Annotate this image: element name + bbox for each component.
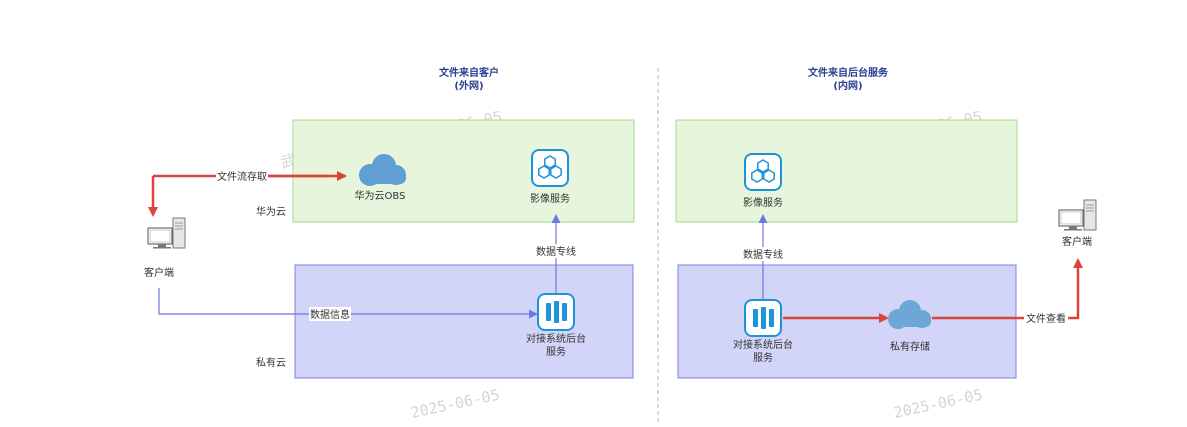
hexagon-cluster-icon [744,153,782,191]
right-subtitle: (内网) [833,79,862,92]
obs-node[interactable]: 华为云OBS [355,154,406,202]
obs-label: 华为云OBS [355,189,406,202]
computer-icon [1058,199,1097,231]
left-dedicated-line-label: 数据专线 [536,245,576,258]
left-image-service-node[interactable]: 影像服务 [530,149,570,205]
left-backend-service-node[interactable]: 对接系统后台 服务 [526,293,586,358]
stream-access-label: 文件流存取 [217,170,267,183]
file-view-arrow [932,258,1083,320]
client-label: 客户端 [1062,235,1092,248]
left-private-cloud-zone [294,264,634,379]
huawei-cloud-label: 华为云 [256,205,286,218]
left-client-node[interactable]: 客户端 [144,217,186,279]
hexagon-cluster-icon [531,149,569,187]
private-storage-label: 私有存储 [890,340,930,353]
right-huawei-cloud-zone [675,119,1018,223]
left-subtitle: (外网) [454,79,483,92]
cloud-icon [888,300,931,329]
data-info-label: 数据信息 [310,308,350,321]
left-title: 文件来自客户 [439,66,499,79]
client-label: 客户端 [144,266,174,279]
backend-label-line2: 服务 [546,345,566,358]
right-image-service-node[interactable]: 影像服务 [743,153,783,209]
right-dedicated-line-label: 数据专线 [743,248,783,261]
data-info-label-bg [309,307,351,321]
right-private-cloud-zone [677,264,1017,379]
computer-icon [147,217,186,249]
private-cloud-label: 私有云 [256,356,286,369]
right-client-node[interactable]: 客户端 [1058,199,1097,248]
file-view-label: 文件查看 [1026,312,1066,325]
backend-label-line1: 对接系统后台 [733,338,793,351]
left-dedicated-label-bg [534,244,578,258]
image-service-label: 影像服务 [743,196,783,209]
data-info-arrow [158,288,538,319]
backend-label-line1: 对接系统后台 [526,332,586,345]
cloud-icon [359,154,406,186]
stream-label-bg [216,169,268,183]
file-view-label-bg [1024,311,1068,325]
right-backend-service-node[interactable]: 对接系统后台 服务 [733,299,793,364]
right-title: 文件来自后台服务 [808,66,889,79]
left-huawei-cloud-zone [292,119,635,223]
watermark-text: 2025-06-05 [892,386,984,422]
watermark-text: 2025-06-05 [409,386,501,422]
image-service-label: 影像服务 [530,192,570,205]
private-storage-node[interactable]: 私有存储 [888,300,931,353]
backend-label-line2: 服务 [753,351,773,364]
backend-service-icon [744,299,782,337]
right-dedicated-label-bg [741,247,785,261]
backend-service-icon [537,293,575,331]
